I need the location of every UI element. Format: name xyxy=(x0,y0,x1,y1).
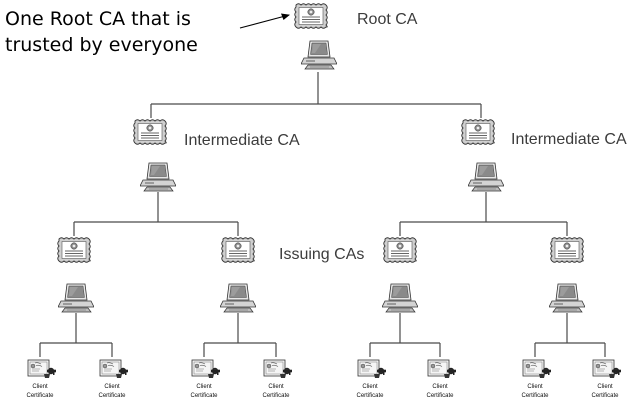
intermediate-ca-certificate-icon-right xyxy=(461,119,495,145)
client-certificate-label-line-2: Certificate xyxy=(591,393,619,399)
client-certificate-icon xyxy=(263,359,293,379)
client-certificate-label-line-1: Client xyxy=(268,384,284,390)
annotation: One Root CA that is trusted by everyone xyxy=(5,6,255,58)
issuing-server-computer-icon-0 xyxy=(58,283,94,313)
root-ca-certificate-icon xyxy=(294,3,328,29)
annotation-line-1: One Root CA that is xyxy=(5,8,191,30)
root-ca-label: Root CA xyxy=(357,11,418,28)
client-certificate-label-line-1: Client xyxy=(432,384,448,390)
client-certificate-icon xyxy=(191,359,221,379)
issuing-ca-certificate-icon-3 xyxy=(550,237,584,263)
arrow-icon xyxy=(239,13,290,29)
client-certificate-icon xyxy=(357,359,387,379)
issuing-server-computer-icon-2 xyxy=(382,283,418,313)
client-certificate-label-line-1: Client xyxy=(32,384,48,390)
issuing-ca-certificate-icon-2 xyxy=(383,237,417,263)
intermediate-server-computer-icon-right xyxy=(468,162,504,192)
client-certificate-label-line-2: Certificate xyxy=(190,393,218,399)
client-certificate-label-line-2: Certificate xyxy=(98,393,126,399)
issuing-server-computer-icon-3 xyxy=(549,283,585,313)
intermediate-ca-label-right: Intermediate CA xyxy=(511,131,627,148)
client-certificate-icon xyxy=(592,359,622,379)
annotation-line-2: trusted by everyone xyxy=(5,34,198,56)
client-certificate-icon xyxy=(99,359,129,379)
issuing-ca-certificate-icon-1 xyxy=(221,237,255,263)
intermediate-ca-label-left: Intermediate CA xyxy=(184,132,300,149)
client-certificate-label-line-1: Client xyxy=(527,384,543,390)
issuing-server-computer-icon-1 xyxy=(220,283,256,313)
client-certificate-label-line-1: Client xyxy=(597,384,613,390)
issuing-cas-label: Issuing CAs xyxy=(279,246,365,263)
client-certificate-icon xyxy=(27,359,57,379)
intermediate-server-computer-icon-left xyxy=(140,162,176,192)
intermediate-ca-certificate-icon-left xyxy=(133,119,167,145)
root-server-computer-icon xyxy=(301,40,337,70)
issuing-ca-certificate-icon-0 xyxy=(57,237,91,263)
client-certificate-label-line-1: Client xyxy=(196,384,212,390)
client-certificate-label-line-1: Client xyxy=(104,384,120,390)
client-certificate-icon xyxy=(427,359,457,379)
client-certificate-label-line-2: Certificate xyxy=(26,393,54,399)
client-certificate-icon xyxy=(522,359,552,379)
client-certificate-label-line-2: Certificate xyxy=(426,393,454,399)
connector-lines xyxy=(39,72,606,357)
client-certificate-label-line-2: Certificate xyxy=(521,393,549,399)
client-certificate-label-line-2: Certificate xyxy=(356,393,384,399)
client-certificate-label-line-2: Certificate xyxy=(262,393,290,399)
client-certificate-label-line-1: Client xyxy=(362,384,378,390)
